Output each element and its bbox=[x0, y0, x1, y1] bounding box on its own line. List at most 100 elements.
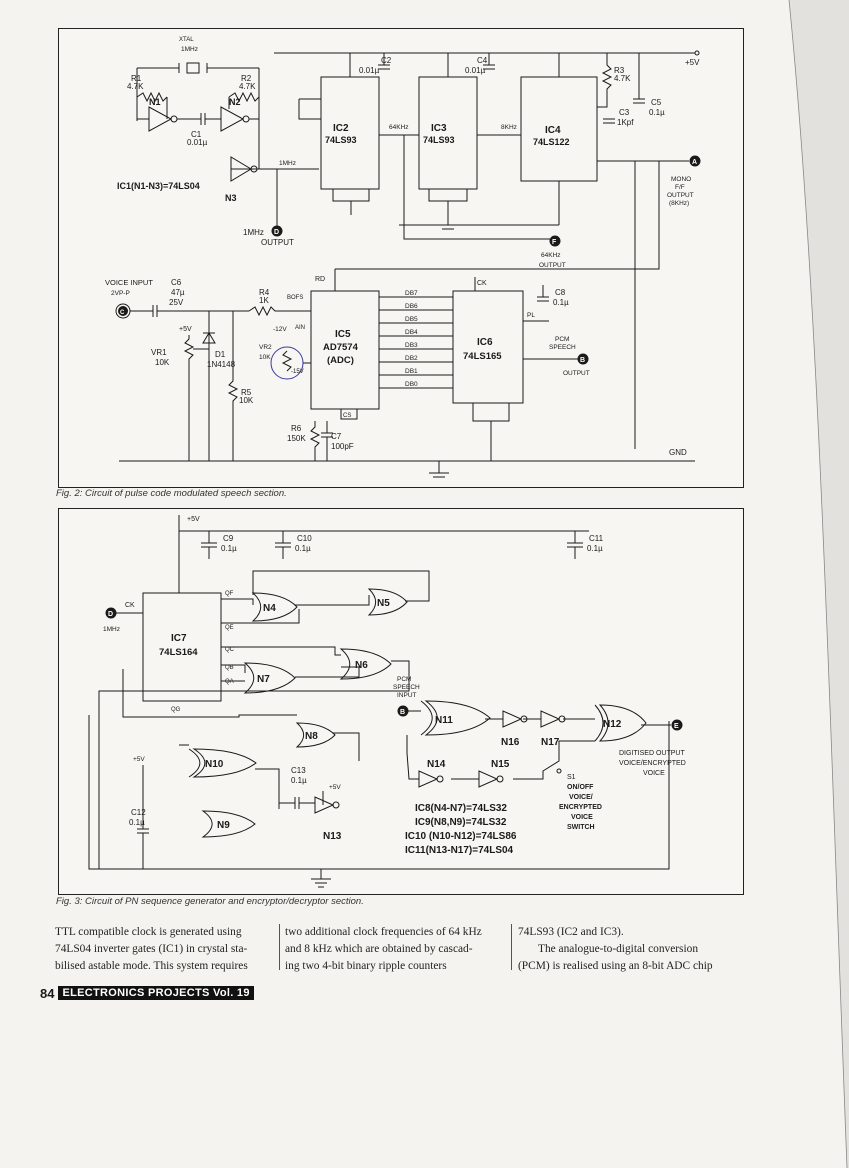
ic6-label: IC6 bbox=[477, 337, 493, 348]
n17-inverter bbox=[540, 710, 561, 728]
n2-inverter bbox=[220, 106, 245, 132]
qe-label: QE bbox=[225, 625, 234, 631]
vr1-label: VR1 bbox=[151, 348, 167, 357]
n8-or-gate-label: N8 bbox=[305, 731, 318, 742]
col3-line: The analogue-to-digital conversion bbox=[538, 943, 699, 955]
c10-value: 0.1µ bbox=[295, 544, 311, 553]
data-bus-line-label: DB5 bbox=[405, 316, 418, 323]
ic5-part: AD7574 bbox=[323, 342, 359, 353]
terminal-e-letter: E bbox=[674, 723, 679, 730]
c13-value: 0.1µ bbox=[291, 776, 307, 785]
ic5-label: IC5 bbox=[335, 329, 351, 340]
ic7-label: IC7 bbox=[171, 633, 187, 644]
switch-line4: VOICE bbox=[571, 814, 593, 821]
c12-label: C12 bbox=[131, 808, 146, 817]
ck-label: CK bbox=[477, 280, 487, 287]
n14-inverter bbox=[418, 770, 439, 788]
out-1mhz-label: OUTPUT bbox=[261, 238, 294, 247]
r3-label: R3 bbox=[614, 66, 625, 75]
c6-label: C6 bbox=[171, 278, 182, 287]
r6-value: 150K bbox=[287, 434, 306, 443]
text-column-2: two additional clock frequencies of 64 k… bbox=[285, 924, 507, 975]
freq-1mhz-3: 1MHz bbox=[103, 626, 120, 633]
minus12v-label: -12V bbox=[273, 326, 287, 333]
figure-2-caption: Fig. 2: Circuit of pulse code modulated … bbox=[56, 488, 287, 499]
c12-value: 0.1µ bbox=[129, 818, 145, 827]
col1-line: bilised astable mode. This system requir… bbox=[55, 960, 248, 972]
terminal-b bbox=[577, 353, 589, 365]
terminal-e bbox=[671, 719, 683, 731]
c3-label: C3 bbox=[619, 108, 630, 117]
input-label-3: INPUT bbox=[397, 692, 417, 699]
vcc-label: +5V bbox=[685, 58, 700, 67]
c2-label: C2 bbox=[381, 56, 392, 65]
terminal-f-letter: F bbox=[552, 239, 557, 246]
col3-line: 74LS93 (IC2 and IC3). bbox=[518, 926, 624, 938]
ic7-part: 74LS164 bbox=[159, 647, 198, 658]
c11-value: 0.1µ bbox=[587, 544, 603, 553]
data-bus-line-label: DB2 bbox=[405, 355, 418, 362]
terminal-a bbox=[689, 155, 701, 167]
qf-label: QF bbox=[225, 591, 234, 597]
n12-xor-gate-label: N12 bbox=[603, 719, 622, 730]
ic3-label: IC3 bbox=[431, 123, 447, 134]
switch-line3: ENCRYPTED bbox=[559, 804, 602, 811]
n9-or-gate bbox=[201, 810, 256, 838]
r5-value: 10K bbox=[239, 396, 254, 405]
terminal-d3-letter: D bbox=[108, 611, 113, 618]
ck-label-3: CK bbox=[125, 602, 135, 609]
n15-inverter-label: N15 bbox=[491, 759, 510, 770]
out-64k-freq: 64KHz bbox=[541, 252, 561, 259]
page-edge-shadow bbox=[788, 0, 849, 1168]
c10-label: C10 bbox=[297, 534, 312, 543]
c4-label: C4 bbox=[477, 56, 488, 65]
n13-inverter-label: N13 bbox=[323, 831, 342, 842]
ic2-part: 74LS93 bbox=[325, 135, 357, 145]
vr1-value: 10K bbox=[155, 358, 170, 367]
c7-value: 100pF bbox=[331, 442, 354, 451]
terminal-f bbox=[549, 235, 561, 247]
col2-line: ing two 4-bit binary ripple counters bbox=[285, 960, 447, 972]
n15-inverter bbox=[478, 770, 499, 788]
xtal-label: XTAL bbox=[179, 37, 194, 43]
n1-inverter bbox=[148, 106, 173, 132]
n4-or-gate bbox=[251, 592, 298, 622]
terminal-d-letter: D bbox=[274, 229, 279, 236]
n11-xor-gate-label: N11 bbox=[435, 715, 453, 726]
ic11-note: IC11(N13-N17)=74LS04 bbox=[405, 845, 514, 856]
vr1-plus5v: +5V bbox=[179, 326, 192, 333]
switch-line2: VOICE/ bbox=[569, 794, 593, 801]
ic10-note: IC10 (N10-N12)=74LS86 bbox=[405, 831, 517, 842]
vpp-label: 2VP-P bbox=[111, 290, 130, 297]
c4-value: 0.01µ bbox=[465, 66, 486, 75]
c7-label: C7 bbox=[331, 432, 342, 441]
n2-label: N2 bbox=[229, 97, 241, 107]
c9-value: 0.1µ bbox=[221, 544, 237, 553]
n9-or-gate-label: N9 bbox=[217, 820, 230, 831]
ff-label: F/F bbox=[675, 184, 685, 191]
pcm-label-3: PCM bbox=[397, 676, 411, 683]
c8-label: C8 bbox=[555, 288, 566, 297]
c6-value: 47µ bbox=[171, 288, 185, 297]
c1-label: C1 bbox=[191, 130, 202, 139]
c5-label: C5 bbox=[651, 98, 662, 107]
n16-inverter-label: N16 bbox=[501, 737, 520, 748]
n12-xor-gate bbox=[598, 704, 647, 742]
ic2-label: IC2 bbox=[333, 123, 349, 134]
n11-xor-gate bbox=[424, 700, 491, 736]
pl-label: PL bbox=[527, 312, 535, 319]
cs-label: CS bbox=[343, 413, 351, 419]
r1-value: 4.7K bbox=[127, 82, 144, 91]
figure-3-pn-circuit: +5V C9 0.1µ C10 0.1µ C11 0.1µ D CK 1MHz … bbox=[58, 508, 744, 895]
n6-or-gate-label: N6 bbox=[355, 660, 368, 671]
n3-label: N3 bbox=[225, 193, 237, 203]
voice-input-label: VOICE INPUT bbox=[105, 278, 153, 287]
digitised-line2: VOICE/ENCRYPTED bbox=[619, 760, 686, 767]
ic1-note: IC1(N1-N3)=74LS04 bbox=[117, 181, 200, 191]
r4-label: R4 bbox=[259, 288, 270, 297]
c11-label: C11 bbox=[589, 534, 604, 543]
terminal-b3-letter: B bbox=[400, 709, 405, 716]
n13-inverter bbox=[314, 796, 335, 814]
vcc-terminal bbox=[694, 50, 700, 56]
